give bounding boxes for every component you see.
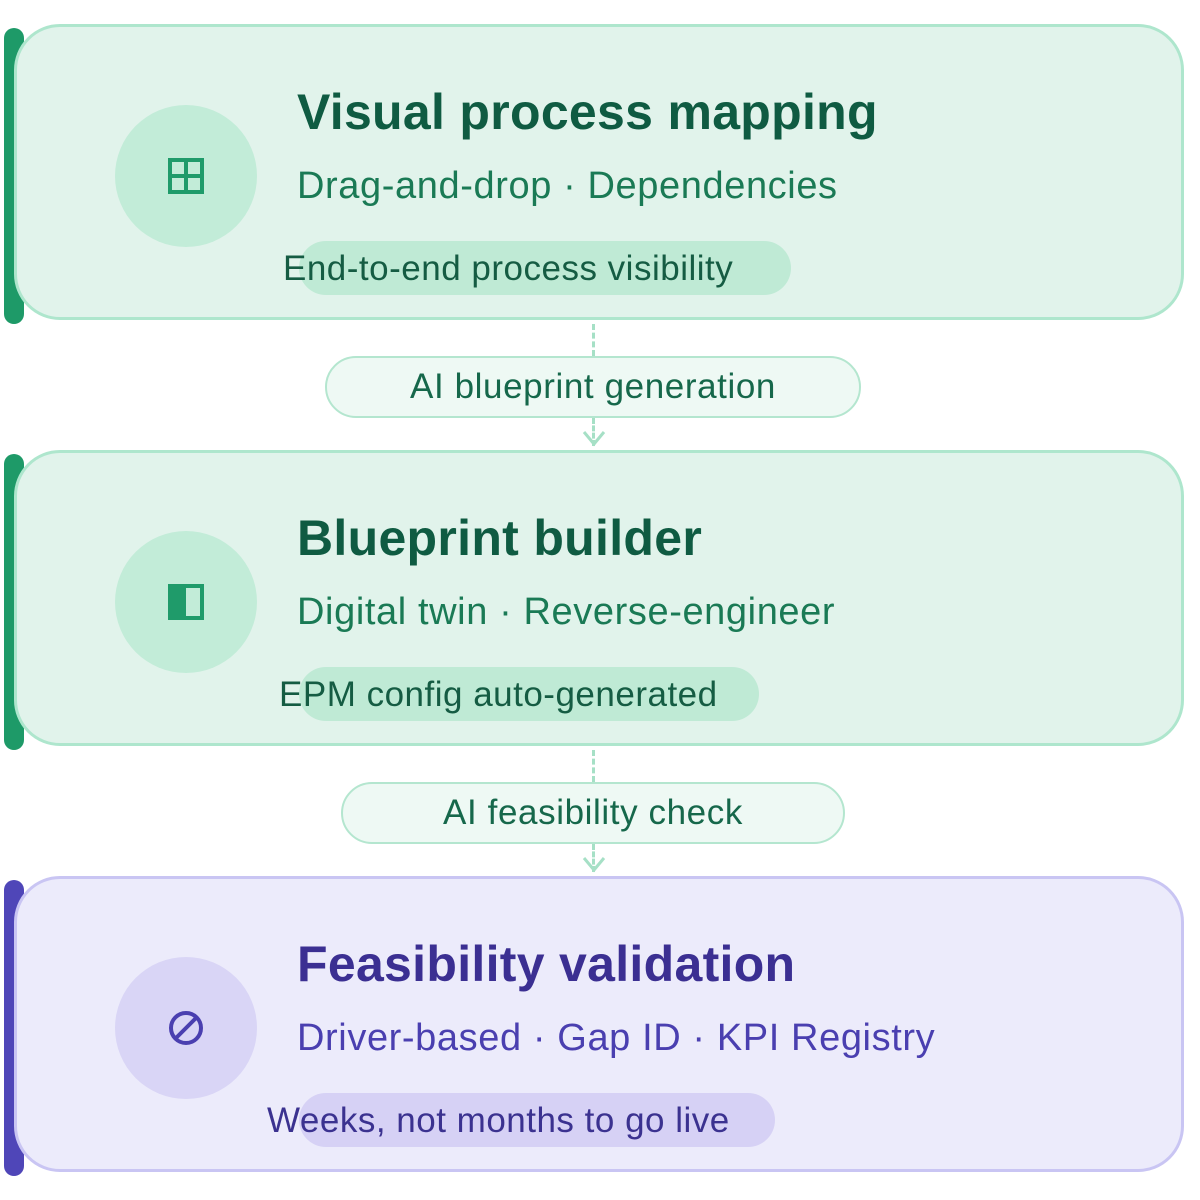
arrow-down-icon [582, 857, 606, 873]
card-note: End-to-end process visibility [283, 249, 734, 288]
note-highlight [299, 1093, 775, 1147]
card-feasibility-validation: Feasibility validation Driver-based · Ga… [14, 876, 1184, 1172]
connector-line [592, 844, 595, 872]
card-title: Visual process mapping [297, 84, 878, 140]
connector-line [592, 418, 595, 446]
connector-line [592, 324, 595, 356]
card-icon-circle [115, 957, 257, 1099]
card-icon-circle [115, 105, 257, 247]
grid-icon [168, 158, 204, 194]
connector-label: AI blueprint generation [325, 356, 861, 418]
no-entry-icon [169, 1011, 203, 1045]
card-visual-process-mapping: Visual process mapping Drag-and-drop · D… [14, 24, 1184, 320]
card-note: EPM config auto-generated [279, 675, 718, 714]
half-panel-icon [168, 584, 204, 620]
connector-label: AI feasibility check [341, 782, 845, 844]
arrow-down-icon [582, 431, 606, 447]
connector-line [592, 750, 595, 782]
card-subtitle: Driver-based · Gap ID · KPI Registry [297, 1017, 936, 1059]
note-highlight [299, 241, 791, 295]
card-title: Feasibility validation [297, 936, 796, 992]
card-note: Weeks, not months to go live [267, 1101, 730, 1140]
card-subtitle: Drag-and-drop · Dependencies [297, 165, 838, 207]
card-blueprint-builder: Blueprint builder Digital twin · Reverse… [14, 450, 1184, 746]
card-icon-circle [115, 531, 257, 673]
card-title: Blueprint builder [297, 510, 703, 566]
note-highlight [299, 667, 759, 721]
card-subtitle: Digital twin · Reverse-engineer [297, 591, 836, 633]
